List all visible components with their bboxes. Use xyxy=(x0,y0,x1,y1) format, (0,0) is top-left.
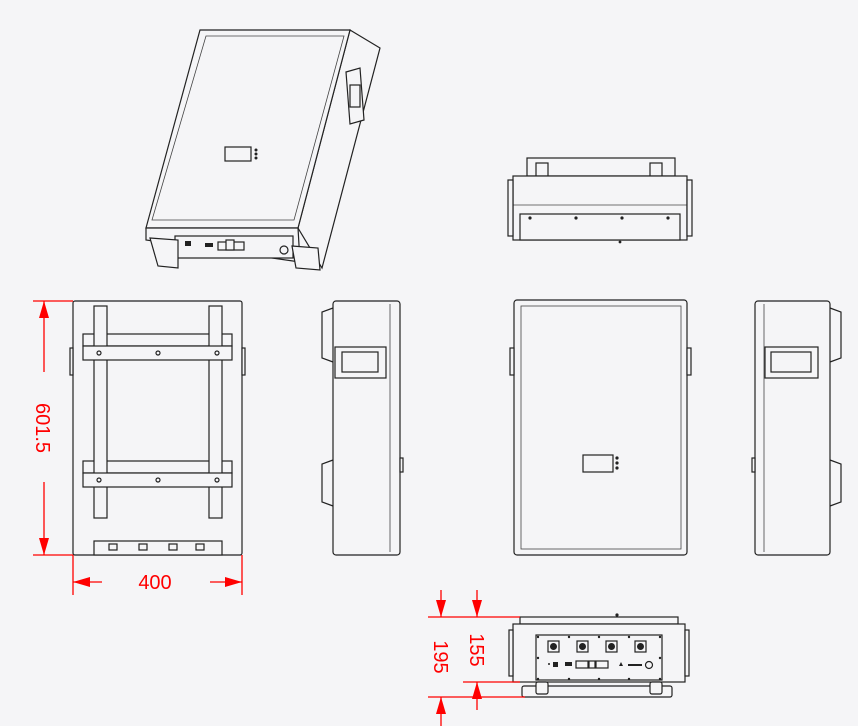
dimension-depth: 195 155 xyxy=(428,590,525,726)
dimension-depth-total-label: 195 xyxy=(429,640,451,673)
isometric-view xyxy=(145,29,381,271)
dimension-height: 601.5 xyxy=(31,300,73,556)
back-view xyxy=(69,300,246,556)
right-side-view xyxy=(751,300,842,556)
bottom-view xyxy=(508,613,690,698)
left-side-view xyxy=(321,300,404,556)
dimension-depth-body-label: 155 xyxy=(465,633,487,666)
dimension-height-label: 601.5 xyxy=(31,403,53,453)
top-view xyxy=(507,157,693,244)
front-view xyxy=(509,299,692,556)
dimension-width: 400 xyxy=(72,555,243,595)
display-window xyxy=(224,146,252,162)
display-window xyxy=(582,454,614,473)
dimension-width-label: 400 xyxy=(138,572,171,594)
